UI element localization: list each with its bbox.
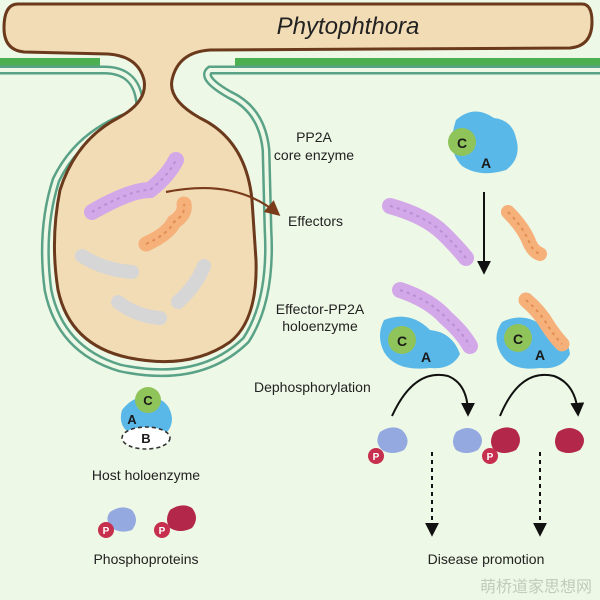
subunit-c-letter: C [397,333,407,349]
dephosphorylation-label: Dephosphorylation [254,379,371,395]
effector-gray-inside-2 [171,259,211,309]
phosphate-letter: P [159,526,166,537]
subunit-c-letter: C [513,331,523,347]
dephosphorylated-protein-blue [453,428,482,453]
phosphate-letter: P [373,452,380,463]
pp2a-core-enzyme: C A [448,111,518,174]
phytophthora-hypha [2,2,594,364]
host-holoenzyme-label: Host holoenzyme [92,467,200,483]
phytophthora-title: Phytophthora [277,13,420,40]
watermark: 萌桥道家思想网 [480,577,592,596]
phosphoprotein-blue-before: P [368,427,408,464]
host-cell-wall-right [235,58,600,67]
host-holoenzyme: C A B [120,387,172,450]
effector-purple-inside [84,152,184,220]
phosphate-letter: P [487,452,494,463]
phosphoprotein-blue-legend: P [98,507,136,538]
subunit-c-letter: C [143,393,153,408]
subunit-a-letter: A [535,347,545,363]
effector-orange-inside [138,196,192,252]
phosphoproteins-label: Phosphoproteins [93,551,198,567]
effector-orange-free [501,205,547,261]
host-cell-wall-left [0,58,100,67]
effector-holoenzyme-label-line1: Effector-PP2A [276,301,365,317]
effector-purple-free [382,198,474,266]
phosphate-letter: P [103,526,110,537]
pp2a-core-label-line1: PP2A [296,129,332,145]
subunit-a-letter: A [127,412,137,427]
dephosphorylation-arrow-2 [499,373,585,417]
effector-gray-inside-1 [75,249,139,279]
disease-promotion-label: Disease promotion [428,551,545,567]
subunit-a-letter: A [481,155,491,171]
effector-holoenzyme-label-line2: holoenzyme [282,318,358,334]
phosphoprotein-red-legend: P [154,505,196,538]
dephosphorylated-protein-red [555,428,584,453]
pp2a-core-label-line2: core enzyme [274,147,354,163]
effector-gray-inside-3 [111,295,167,325]
subunit-a-letter: A [421,349,431,365]
subunit-b-letter: B [141,431,150,446]
subunit-c-letter: C [457,135,467,151]
dephosphorylation-arrow-1 [391,373,475,417]
secretion-arrow [165,187,281,217]
phosphoprotein-red-before: P [482,427,520,464]
effector-pp2a-holoenzyme-purple: C A [380,282,478,369]
effectors-label: Effectors [288,213,343,229]
effector-pp2a-holoenzyme-orange: C A [496,292,570,369]
